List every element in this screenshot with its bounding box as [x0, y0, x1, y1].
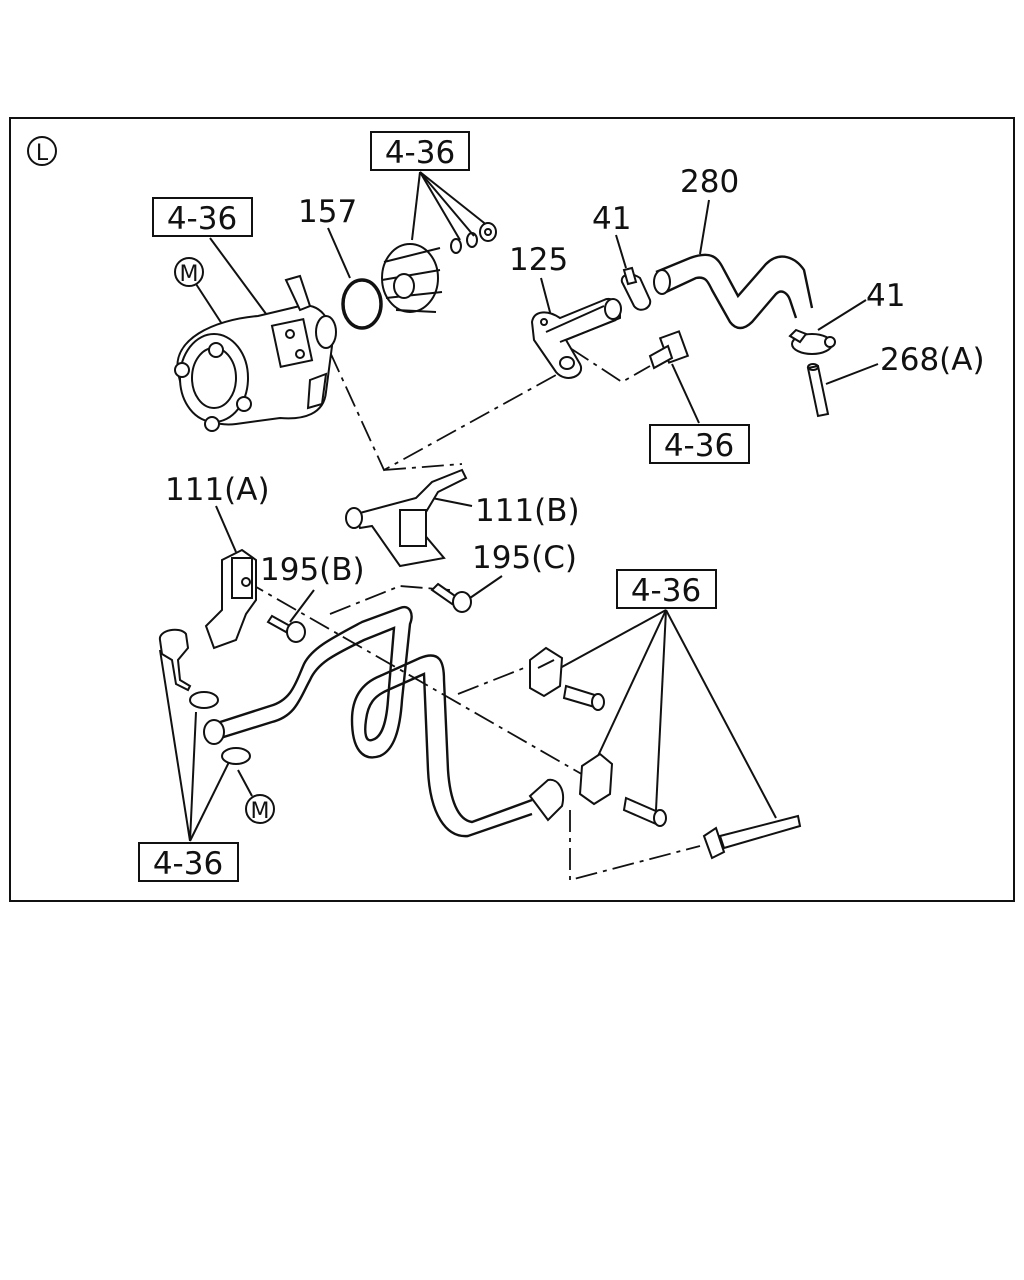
- inlet-pipe[interactable]: [530, 298, 622, 379]
- return-hose[interactable]: [653, 253, 814, 330]
- union-bolt[interactable]: [158, 628, 192, 692]
- part-label-268a[interactable]: 268(A): [880, 342, 985, 378]
- ref-label-top: 4-36: [385, 135, 455, 171]
- view-marker-letter: L: [36, 141, 49, 166]
- gasket-lower[interactable]: [221, 747, 251, 765]
- clip-bolt-upper[interactable]: [562, 684, 605, 711]
- bolt-pipe[interactable]: [648, 330, 690, 370]
- marker-m-bottom-letter: M: [251, 799, 270, 824]
- bracket-111b[interactable]: [345, 468, 468, 568]
- view-marker: L: [27, 136, 57, 166]
- ref-label-bolt: 4-36: [664, 428, 734, 464]
- bracket-111a[interactable]: [204, 548, 257, 650]
- marker-m-bottom: M: [245, 794, 275, 824]
- power-steering-pump[interactable]: [174, 274, 337, 432]
- ref-box-bolt[interactable]: 4-36: [649, 424, 750, 464]
- connection-lines: [243, 347, 701, 882]
- marker-m-top-letter: M: [180, 262, 199, 287]
- part-label-125[interactable]: 125: [509, 242, 568, 278]
- pipe-clip-upper[interactable]: [529, 646, 564, 698]
- ref-box-bottom[interactable]: 4-36: [138, 842, 239, 882]
- ref-label-pump: 4-36: [167, 201, 237, 237]
- impeller[interactable]: [381, 222, 497, 313]
- hose-clamp-top[interactable]: [620, 266, 652, 311]
- part-label-195c[interactable]: 195(C): [472, 540, 577, 576]
- ref-box-top[interactable]: 4-36: [370, 131, 470, 171]
- pressure-pipe[interactable]: [203, 605, 564, 838]
- part-label-157[interactable]: 157: [298, 194, 357, 230]
- leader-lines: [159, 171, 879, 842]
- bolt-195c[interactable]: [430, 582, 472, 613]
- part-label-280[interactable]: 280: [680, 164, 739, 200]
- clip-bolt-lower[interactable]: [622, 796, 667, 827]
- diagram-frame: [9, 117, 1015, 902]
- part-label-41-top[interactable]: 41: [592, 201, 631, 237]
- hose-clamp-right[interactable]: [788, 328, 836, 355]
- part-label-111a[interactable]: 111(A): [165, 472, 270, 508]
- pipe-end-fitting[interactable]: [702, 814, 802, 860]
- marker-m-top: M: [174, 257, 204, 287]
- bolt-195b[interactable]: [266, 614, 306, 643]
- gasket-upper[interactable]: [189, 691, 219, 709]
- hose-268a[interactable]: [806, 363, 830, 418]
- pipe-clip-lower[interactable]: [578, 752, 614, 806]
- ref-label-bottom: 4-36: [153, 846, 223, 882]
- part-label-41-right[interactable]: 41: [866, 278, 905, 314]
- part-label-195b[interactable]: 195(B): [260, 552, 365, 588]
- ref-box-pump[interactable]: 4-36: [152, 197, 253, 237]
- ref-label-right: 4-36: [631, 573, 701, 609]
- o-ring[interactable]: [341, 278, 383, 330]
- part-label-111b[interactable]: 111(B): [475, 493, 580, 529]
- ref-box-right[interactable]: 4-36: [616, 569, 717, 609]
